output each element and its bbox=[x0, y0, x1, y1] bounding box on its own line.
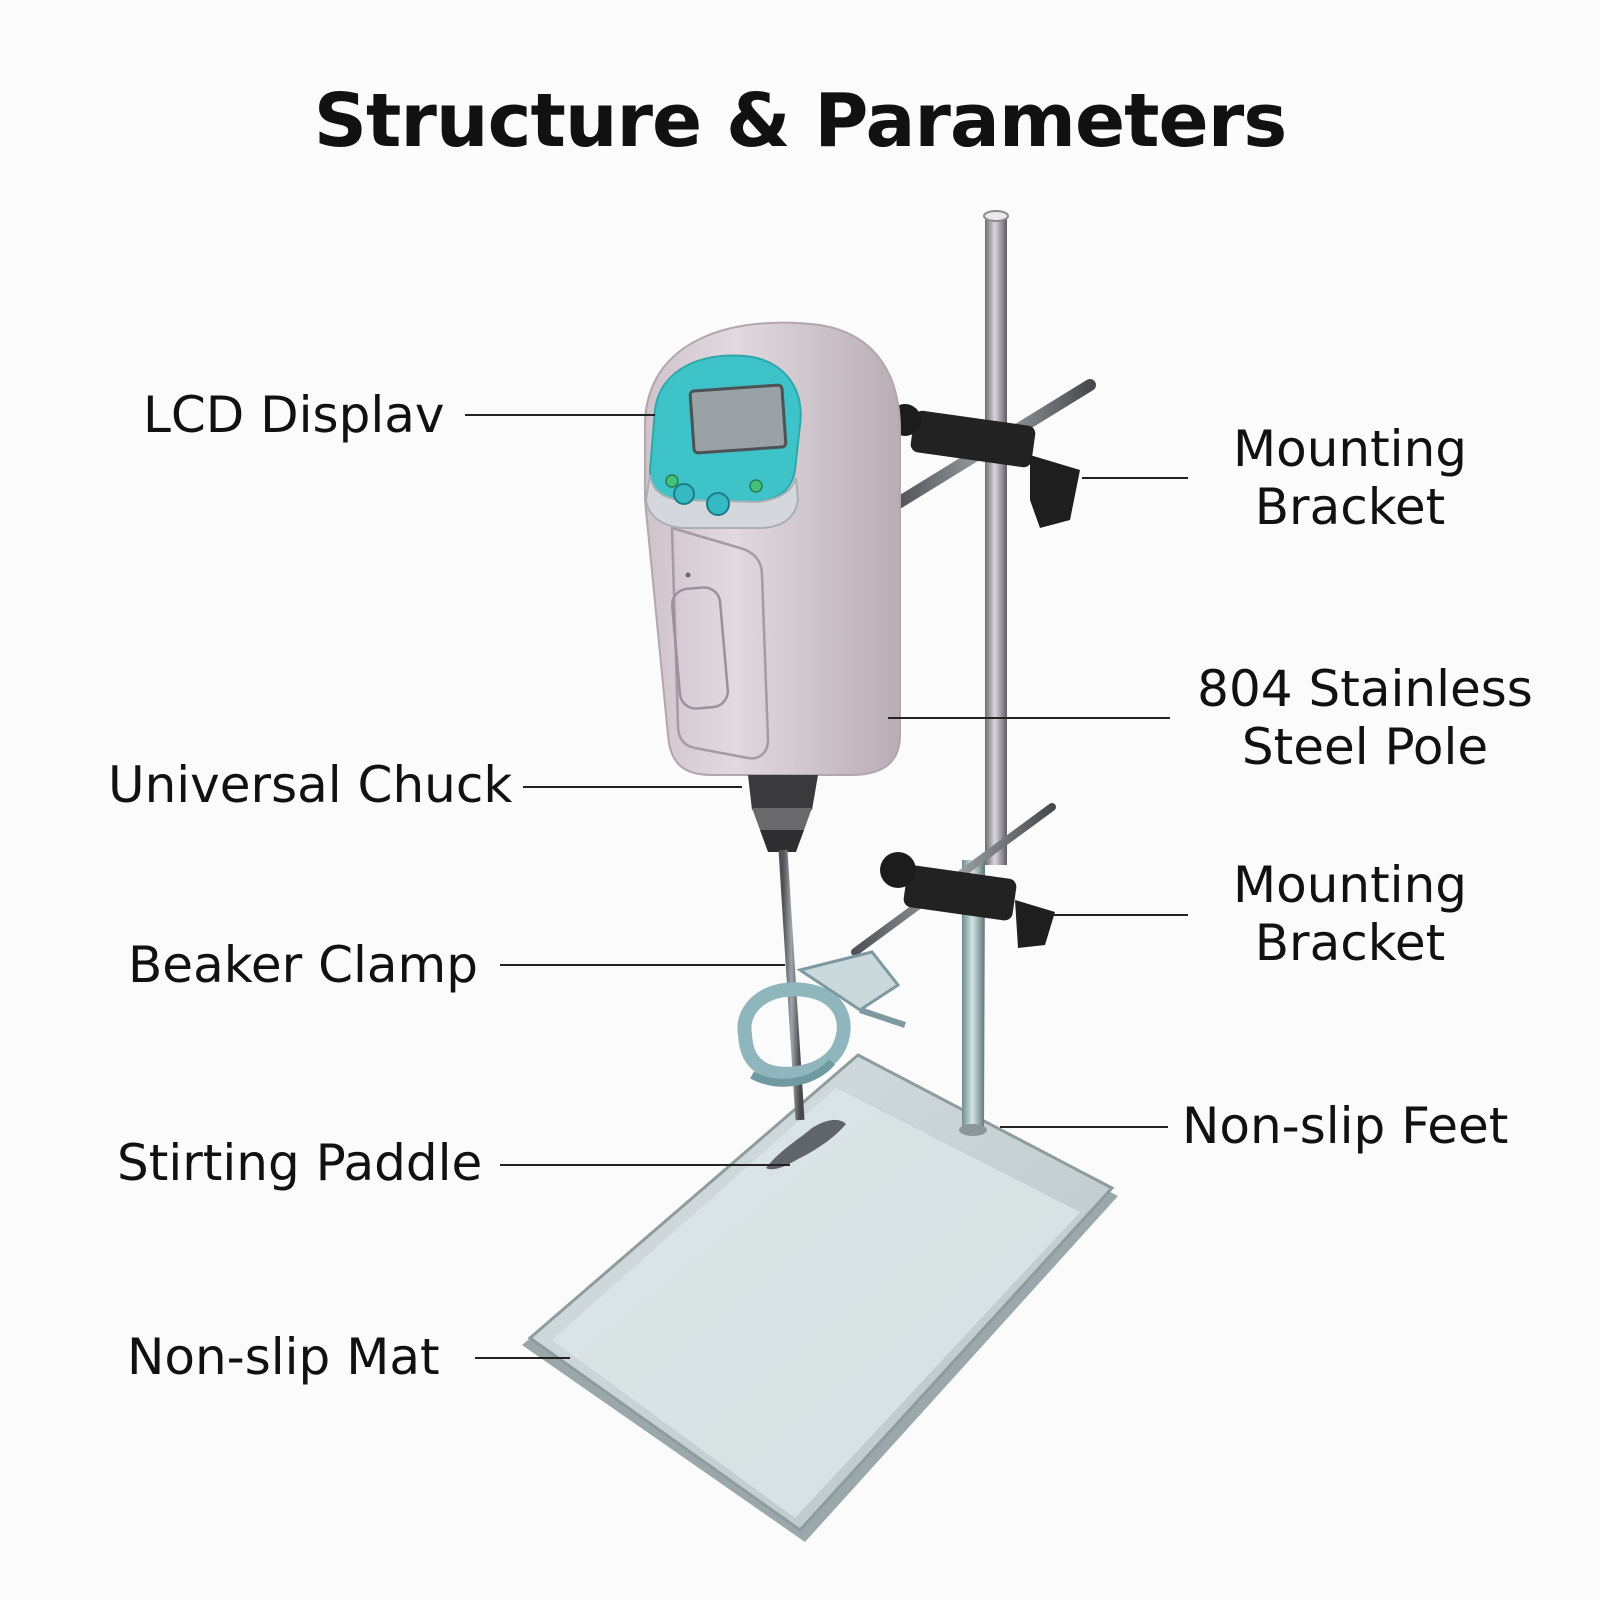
page-title: Structure & Parameters bbox=[313, 78, 1288, 164]
label-non-slip-feet: Non-slip Feet bbox=[1182, 1097, 1509, 1155]
label-mounting-bracket-top-line1: Mounting bbox=[1232, 420, 1468, 478]
label-mounting-bracket-top-line2: Bracket bbox=[1254, 478, 1446, 536]
label-stirring-paddle: Stirting Paddle bbox=[117, 1134, 483, 1192]
label-steel-pole-line1: 804 Stainless bbox=[1197, 660, 1533, 718]
label-steel-pole: 804 Stainless Steel Pole bbox=[1175, 660, 1555, 776]
label-beaker-clamp: Beaker Clamp bbox=[128, 936, 478, 994]
non-slip-foot bbox=[959, 1124, 987, 1136]
label-mounting-bracket-bottom-line1: Mounting bbox=[1232, 856, 1468, 914]
non-slip-mat-surface bbox=[552, 1088, 1080, 1518]
stainless-steel-pole bbox=[959, 210, 1009, 1136]
leader-lines bbox=[465, 414, 1188, 1359]
label-universal-chuck: Universal Chuck bbox=[108, 756, 513, 814]
label-mounting-bracket-bottom-line2: Bracket bbox=[1254, 914, 1446, 972]
mounting-bracket-top bbox=[889, 379, 1096, 528]
label-mounting-bracket-bottom: Mounting Bracket bbox=[1205, 856, 1495, 972]
lcd-display-panel bbox=[644, 354, 802, 529]
base-plate bbox=[522, 1053, 1118, 1542]
mounting-bracket-bottom bbox=[851, 803, 1056, 956]
label-non-slip-mat: Non-slip Mat bbox=[127, 1328, 440, 1386]
label-steel-pole-line2: Steel Pole bbox=[1241, 718, 1489, 776]
control-button bbox=[706, 492, 730, 516]
beaker-clamp bbox=[737, 950, 906, 1087]
label-lcd-display: LCD Displav bbox=[143, 386, 445, 444]
lcd-screen bbox=[688, 383, 788, 455]
control-button bbox=[673, 483, 695, 505]
label-mounting-bracket-top: Mounting Bracket bbox=[1205, 420, 1495, 536]
universal-chuck bbox=[748, 775, 818, 852]
